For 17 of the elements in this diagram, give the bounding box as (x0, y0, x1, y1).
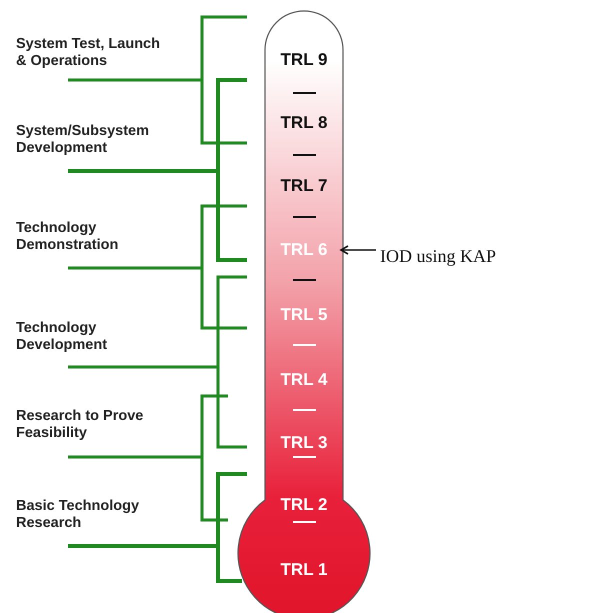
arrow (340, 245, 376, 255)
trl-label: TRL 6 (268, 240, 340, 260)
phase-label: Research to Prove Feasibility (16, 408, 174, 442)
phase-label: Technology Development (16, 320, 174, 354)
phase-label: System Test, Launch & Operations (16, 36, 174, 70)
trl-label: TRL 2 (268, 495, 340, 515)
trl-label: TRL 8 (268, 113, 340, 133)
trl-label: TRL 5 (268, 305, 340, 325)
trl-label: TRL 7 (268, 176, 340, 196)
annotation-text: IOD using KAP (380, 246, 496, 267)
phase-label: Basic Technology Research (16, 498, 174, 532)
trl-label: TRL 4 (268, 370, 340, 390)
phase-label: Technology Demonstration (16, 220, 174, 254)
trl-label: TRL 3 (268, 433, 340, 453)
phase-label: System/Subsystem Development (16, 123, 174, 157)
trl-label: TRL 9 (268, 50, 340, 70)
trl-label: TRL 1 (268, 560, 340, 580)
